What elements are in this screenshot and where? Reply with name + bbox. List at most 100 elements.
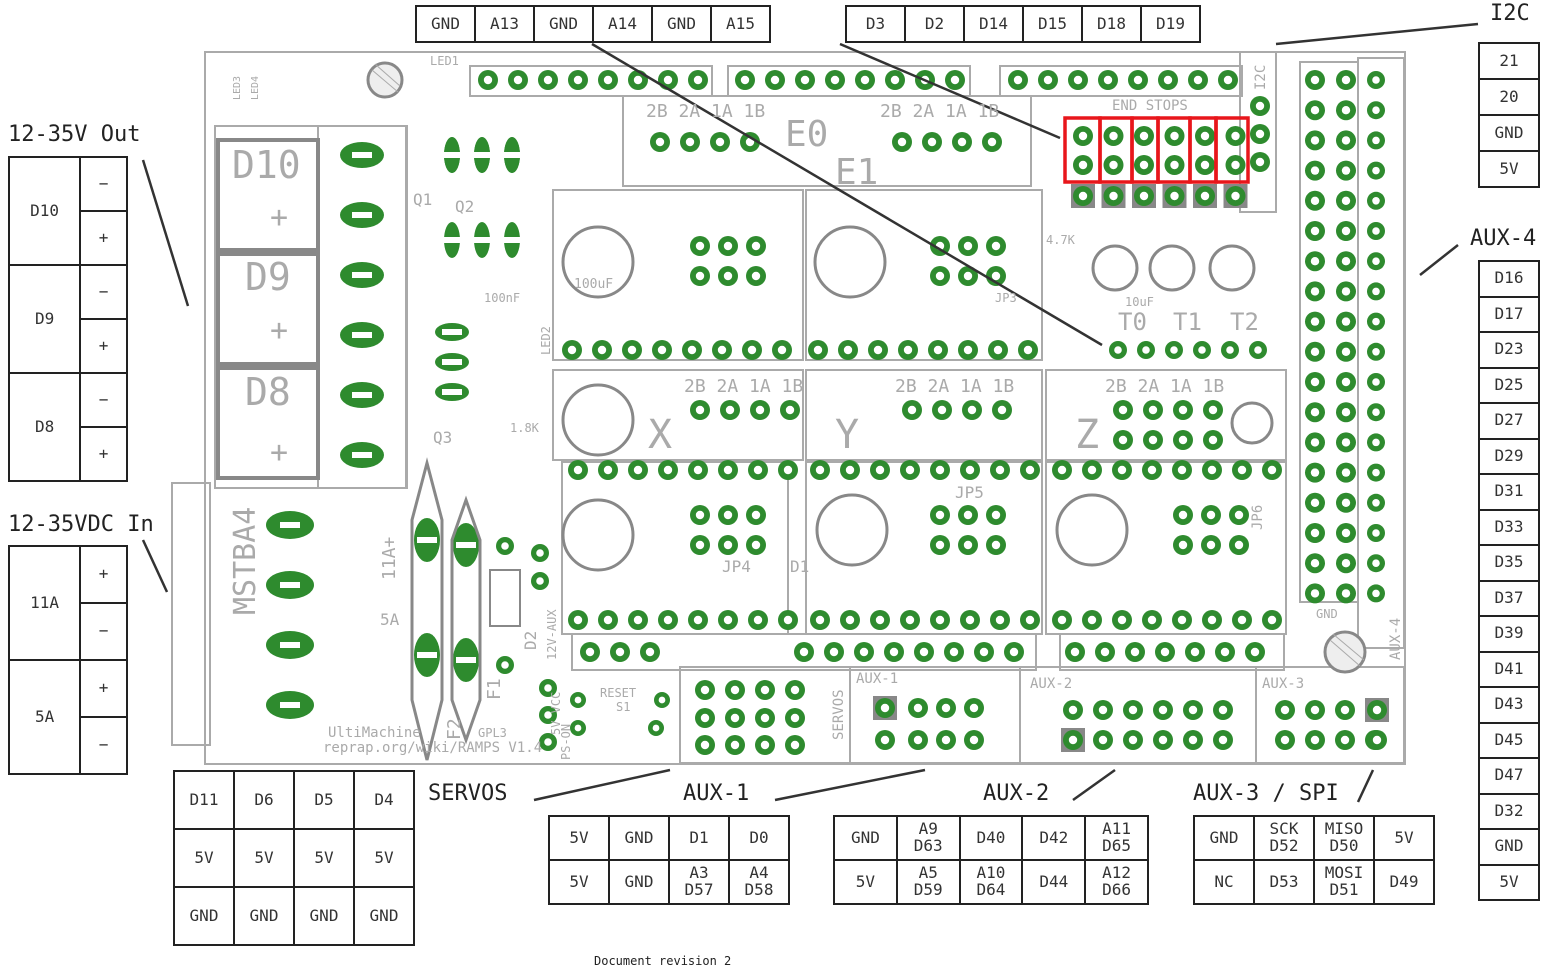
pin-cell: D14	[963, 5, 1024, 43]
pin-cell: D23	[1478, 331, 1540, 369]
pad	[725, 680, 745, 700]
pad	[718, 610, 738, 630]
pad	[1082, 610, 1102, 630]
out-title: 12-35V Out	[8, 122, 141, 147]
silk-label: +	[270, 200, 288, 235]
pin-cell: D4	[353, 770, 415, 830]
pad	[496, 656, 514, 674]
pad	[1367, 161, 1385, 180]
pad	[1155, 642, 1175, 662]
pad	[1367, 222, 1385, 240]
pad	[1305, 700, 1325, 720]
pad	[710, 132, 730, 152]
silk-label: Q3	[433, 428, 452, 447]
pin-cell: D44	[1021, 859, 1087, 905]
pad	[1305, 492, 1325, 513]
pin-cell: A12 D66	[1084, 859, 1149, 905]
pad	[958, 340, 978, 360]
silk-label: 12V-AUX	[545, 609, 559, 660]
pad	[825, 70, 845, 90]
pad	[1367, 463, 1385, 482]
silk-label: Q2	[455, 197, 474, 216]
pad	[1201, 505, 1221, 525]
pad	[1335, 730, 1355, 750]
pad	[1132, 184, 1156, 208]
pad	[1098, 70, 1118, 90]
pin-cell: D29	[1478, 437, 1540, 475]
pad	[1112, 610, 1132, 630]
silk-label: JP6	[1250, 505, 1266, 530]
pad	[1367, 554, 1385, 573]
pad	[1367, 493, 1385, 512]
pin-cell: GND	[1478, 828, 1540, 866]
power-label: D9	[7, 264, 82, 374]
pad	[824, 642, 844, 662]
pad	[1305, 221, 1325, 241]
pin-cell: GND	[173, 886, 235, 946]
aux3-title: AUX-3 / SPI	[1193, 781, 1339, 806]
silk-label: GPL3	[478, 726, 507, 740]
pad	[1249, 341, 1267, 359]
pad	[1103, 155, 1124, 175]
aux1-title: AUX-1	[683, 781, 750, 806]
silk-label: +	[270, 435, 288, 470]
pad	[1008, 70, 1028, 90]
pad	[1183, 700, 1203, 720]
silk-label: 2B 2A 1A 1B	[895, 376, 1014, 397]
pin-cell: D42	[1021, 815, 1087, 861]
pad	[1305, 311, 1325, 332]
pin-cell: GND	[833, 815, 898, 861]
pin-cell: D37	[1478, 579, 1540, 617]
silk-label: I2C	[1253, 65, 1269, 90]
pin-cell: 5V	[173, 828, 235, 888]
pad	[1305, 251, 1325, 272]
pad	[688, 460, 708, 480]
pin-cell: 5V	[548, 815, 610, 861]
pad	[1164, 155, 1185, 175]
silk-label: Y	[835, 412, 859, 458]
pad	[568, 460, 588, 480]
pad	[992, 400, 1012, 420]
pin-cell: GND	[651, 5, 712, 43]
silk-label: 100uF	[574, 277, 613, 292]
pad	[930, 610, 950, 630]
pad	[1305, 372, 1325, 392]
silk-label: LED2	[539, 326, 553, 355]
pad	[986, 505, 1006, 525]
power-label: D10	[7, 156, 82, 266]
pad	[982, 132, 1002, 152]
pad	[840, 460, 860, 480]
pad	[1202, 460, 1222, 480]
pad	[785, 735, 805, 755]
pad	[748, 610, 768, 630]
pad	[1213, 700, 1233, 720]
pin-cell: D0	[728, 815, 790, 861]
silk-label: F2	[444, 718, 465, 740]
pin-cell: D15	[1022, 5, 1083, 43]
pad	[1153, 730, 1173, 750]
pad	[658, 610, 678, 630]
polarity: +	[79, 545, 128, 604]
silk-label: 10uF	[1125, 295, 1154, 309]
polarity: −	[79, 602, 128, 661]
pad	[539, 733, 557, 751]
pin-cell: 5V	[1478, 863, 1540, 901]
pad	[1367, 342, 1385, 361]
pad	[1123, 730, 1143, 750]
silk-label: 5V VCC	[549, 692, 563, 735]
pad	[1202, 610, 1222, 630]
pad	[1158, 70, 1178, 90]
pad	[718, 535, 738, 555]
pad	[914, 642, 934, 662]
pin-cell: D16	[1478, 260, 1540, 298]
pad	[654, 692, 670, 708]
pad	[884, 642, 904, 662]
pad	[870, 610, 890, 630]
pin-cell: GND	[608, 815, 670, 861]
pin-cell: 5V	[1478, 150, 1540, 188]
pad	[1223, 184, 1248, 208]
pad	[580, 642, 600, 662]
pad	[958, 236, 978, 256]
pin-cell: D1	[668, 815, 730, 861]
